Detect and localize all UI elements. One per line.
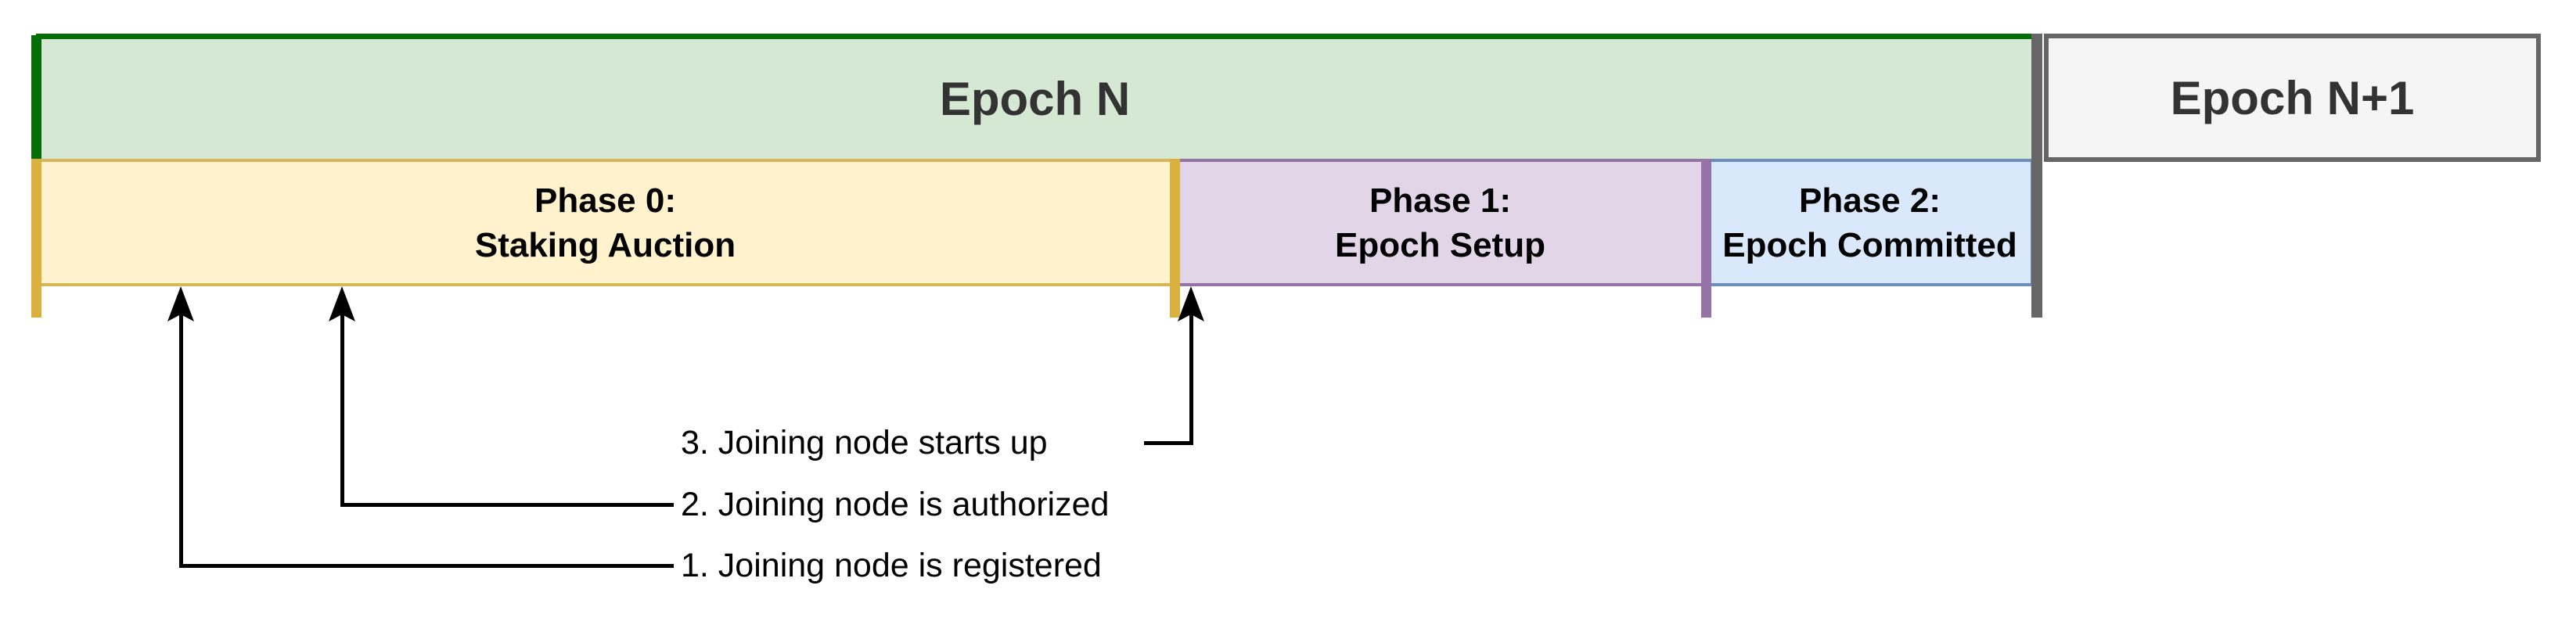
event-1-arrow-stem bbox=[179, 313, 183, 566]
event-3-label: 3. Joining node starts up bbox=[681, 424, 1048, 461]
phase-0-subtitle: Staking Auction bbox=[474, 225, 736, 264]
epoch-n-start-marker-line bbox=[31, 35, 41, 159]
phase-0-box: Phase 0: Staking Auction bbox=[36, 159, 1175, 286]
phase-2-subtitle: Epoch Committed bbox=[1722, 225, 2017, 264]
event-2-connector-line bbox=[340, 503, 674, 507]
event-3-arrow-stem bbox=[1189, 313, 1193, 444]
event-2-label: 2. Joining node is authorized bbox=[681, 486, 1110, 523]
phase-1-start-marker-line bbox=[1170, 159, 1180, 318]
phase-2-start-marker-line bbox=[1701, 159, 1711, 318]
event-1-label: 1. Joining node is registered bbox=[681, 547, 1102, 584]
event-2-arrow-stem bbox=[340, 313, 344, 506]
event-1-up-arrow-head-icon bbox=[167, 286, 194, 321]
event-3-up-arrow-head-icon bbox=[1178, 286, 1204, 321]
phase-0-start-marker-line bbox=[31, 159, 41, 318]
phase-1-box: Phase 1: Epoch Setup bbox=[1175, 159, 1706, 286]
epoch-n-box: Epoch N bbox=[36, 34, 2034, 159]
phase-2-title: Phase 2: bbox=[1799, 181, 1941, 220]
epoch-n-plus-1-box: Epoch N+1 bbox=[2044, 34, 2541, 162]
phase-1-subtitle: Epoch Setup bbox=[1335, 225, 1545, 264]
epoch-n-plus-1-label: Epoch N+1 bbox=[2170, 71, 2415, 124]
event-3-connector-line bbox=[1144, 441, 1193, 445]
epoch-n-label: Epoch N bbox=[939, 73, 1131, 125]
phase-1-title: Phase 1: bbox=[1369, 181, 1511, 220]
phase-2-box: Phase 2: Epoch Committed bbox=[1706, 159, 2034, 286]
event-2-up-arrow-head-icon bbox=[329, 286, 355, 321]
epoch-boundary-divider-line bbox=[2031, 34, 2042, 318]
phase-0-title: Phase 0: bbox=[534, 181, 676, 220]
event-1-connector-line bbox=[179, 564, 674, 568]
